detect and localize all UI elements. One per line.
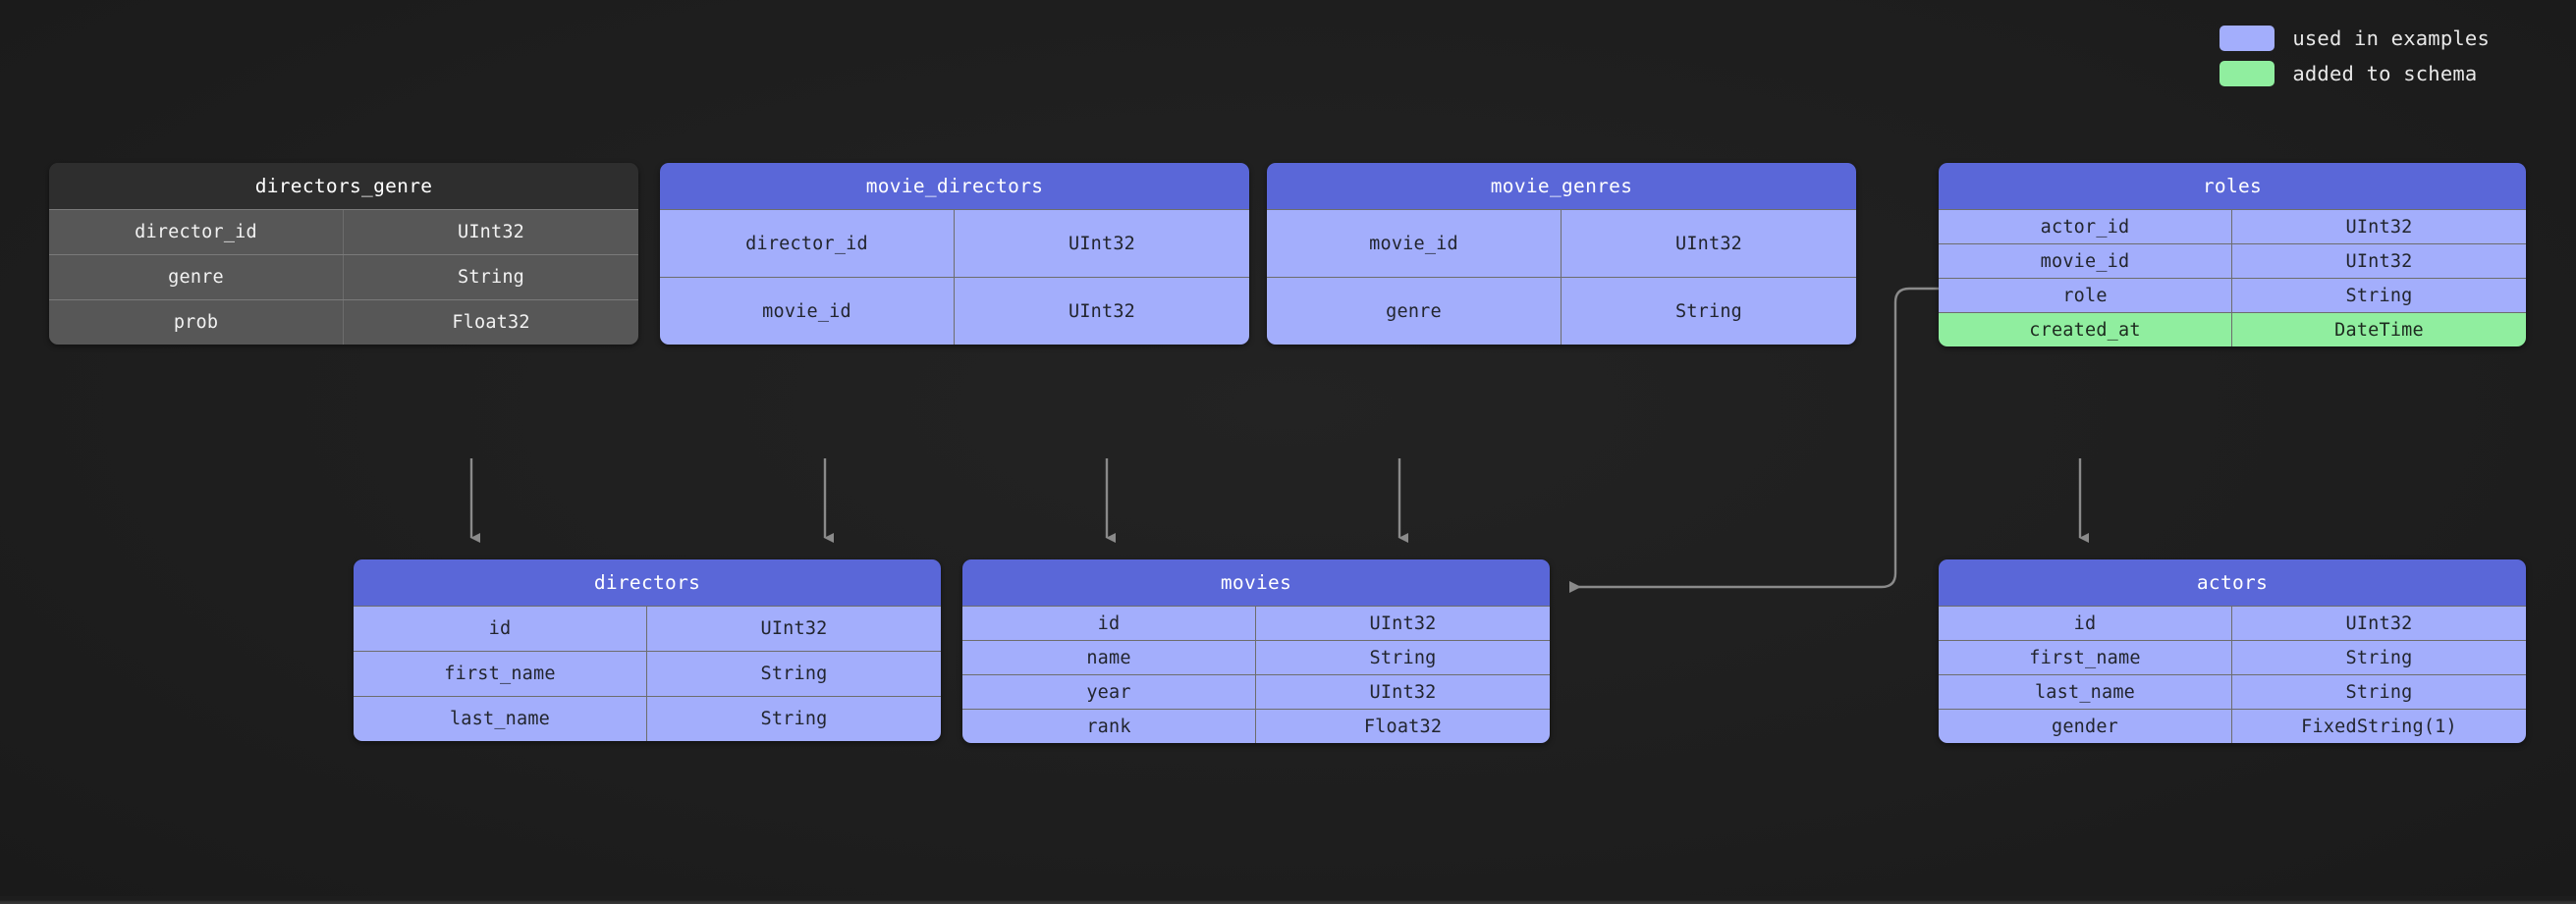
table-row[interactable]: genre String [1267, 277, 1856, 345]
column-type: UInt32 [1369, 612, 1437, 634]
table-title-directors_genre: directors_genre [49, 163, 638, 209]
table-row[interactable]: first_name String [354, 651, 941, 696]
column-name: id [1939, 607, 2232, 640]
column-name: year [962, 675, 1256, 709]
column-type: UInt32 [1068, 233, 1136, 254]
table-row[interactable]: year UInt32 [962, 674, 1550, 709]
table-title-actors: actors [1939, 559, 2526, 606]
column-name: director_id [49, 210, 344, 254]
column-type: UInt32 [457, 222, 525, 242]
column-type: Float32 [452, 312, 530, 333]
column-type: String [760, 664, 828, 684]
column-type: String [2345, 681, 2413, 703]
table-row[interactable]: genre String [49, 254, 638, 299]
column-name: first_name [1939, 641, 2232, 674]
legend-item-used-in-examples: used in examples [2220, 26, 2490, 51]
table-row[interactable]: role String [1939, 278, 2526, 312]
legend: used in examples added to schema [2220, 26, 2490, 86]
table-row[interactable]: name String [962, 640, 1550, 674]
table-row[interactable]: movie_id UInt32 [1939, 243, 2526, 278]
column-name: actor_id [1939, 210, 2232, 243]
column-type: String [1369, 647, 1437, 668]
table-title-roles: roles [1939, 163, 2526, 209]
column-name: director_id [660, 210, 955, 277]
column-type: UInt32 [1068, 300, 1136, 322]
column-type: UInt32 [2345, 250, 2413, 272]
table-row[interactable]: director_id UInt32 [49, 209, 638, 254]
column-name: genre [1267, 278, 1562, 345]
table-title-movie_directors: movie_directors [660, 163, 1249, 209]
column-name: last_name [354, 697, 647, 741]
column-name: prob [49, 300, 344, 345]
column-type: DateTime [2334, 319, 2424, 341]
column-type: UInt32 [1674, 233, 1743, 254]
table-row[interactable]: gender FixedString(1) [1939, 709, 2526, 743]
table-row[interactable]: id UInt32 [354, 606, 941, 651]
table-row[interactable]: rank Float32 [962, 709, 1550, 743]
table-row[interactable]: movie_id UInt32 [660, 277, 1249, 345]
legend-label-used-in-examples: used in examples [2292, 27, 2490, 50]
column-name: movie_id [1939, 244, 2232, 278]
column-type: String [1674, 300, 1743, 322]
column-type: String [760, 709, 828, 729]
table-row[interactable]: actor_id UInt32 [1939, 209, 2526, 243]
table-row[interactable]: created_at DateTime [1939, 312, 2526, 346]
legend-item-added-to-schema: added to schema [2220, 61, 2490, 86]
table-row[interactable]: id UInt32 [962, 606, 1550, 640]
column-type: UInt32 [2345, 216, 2413, 238]
legend-swatch-green [2220, 61, 2275, 86]
column-type: FixedString(1) [2301, 716, 2457, 737]
column-type: UInt32 [760, 618, 828, 639]
table-row[interactable]: director_id UInt32 [660, 209, 1249, 277]
column-name: first_name [354, 652, 647, 696]
column-type: String [2345, 647, 2413, 668]
column-type: UInt32 [2345, 612, 2413, 634]
table-row[interactable]: id UInt32 [1939, 606, 2526, 640]
column-type: Float32 [1363, 716, 1443, 737]
column-name: movie_id [1267, 210, 1562, 277]
table-row[interactable]: prob Float32 [49, 299, 638, 345]
column-name: id [354, 607, 647, 651]
column-name: movie_id [660, 278, 955, 345]
legend-label-added-to-schema: added to schema [2292, 62, 2478, 85]
column-name: role [1939, 279, 2232, 312]
column-name: rank [962, 710, 1256, 743]
table-row[interactable]: first_name String [1939, 640, 2526, 674]
column-name: created_at [1939, 313, 2232, 346]
column-type: UInt32 [1369, 681, 1437, 703]
column-name: last_name [1939, 675, 2232, 709]
table-title-directors: directors [354, 559, 941, 606]
table-title-movies: movies [962, 559, 1550, 606]
column-name: name [962, 641, 1256, 674]
column-name: genre [49, 255, 344, 299]
table-title-movie_genres: movie_genres [1267, 163, 1856, 209]
table-row[interactable]: last_name String [1939, 674, 2526, 709]
column-name: gender [1939, 710, 2232, 743]
table-row[interactable]: movie_id UInt32 [1267, 209, 1856, 277]
column-type: String [2345, 285, 2413, 306]
table-row[interactable]: last_name String [354, 696, 941, 741]
legend-swatch-blue [2220, 26, 2275, 51]
column-type: String [457, 267, 525, 288]
cutoff-strip [0, 896, 2576, 904]
column-name: id [962, 607, 1256, 640]
